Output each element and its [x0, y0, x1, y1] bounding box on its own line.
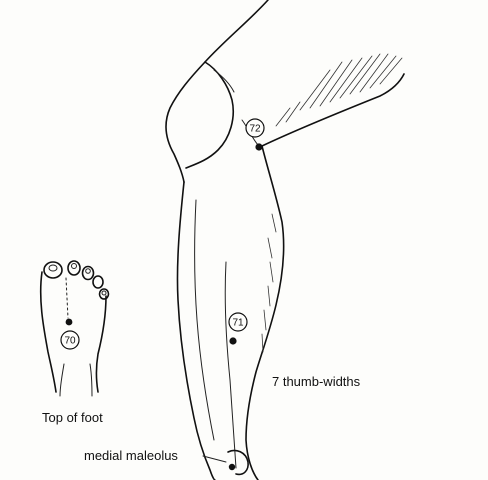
ankle-contour	[227, 449, 249, 476]
toe-gap-guide	[65, 277, 69, 319]
point-label-72: 72	[249, 124, 261, 135]
acupoint-72: 72	[245, 118, 265, 151]
medial-maleolus-label: medial maleolus	[84, 448, 178, 463]
point-label-71: 71	[232, 318, 244, 329]
maleolus-leader-line	[202, 455, 227, 463]
point-label-70: 70	[64, 336, 76, 347]
calf-back-contour	[245, 145, 285, 480]
little-toe	[98, 288, 110, 300]
point-marker-circle	[228, 312, 248, 332]
big-toe	[43, 261, 63, 279]
thigh-lower-contour	[261, 73, 405, 147]
shin-front-contour	[176, 181, 216, 480]
fourth-toe	[92, 275, 104, 289]
second-toe	[67, 260, 81, 276]
point-dot-72	[255, 143, 263, 151]
top-of-foot-label: Top of foot	[42, 410, 103, 425]
foot-top-view: 70	[39, 260, 110, 397]
calf-hatching	[261, 213, 277, 353]
tibia-inner-line	[224, 261, 237, 469]
foot-outline	[39, 271, 57, 393]
point-dot-71	[229, 337, 237, 345]
maleolus-dot	[228, 463, 236, 471]
point-marker-circle	[60, 330, 80, 350]
thigh-upper-contour	[165, 0, 269, 183]
third-toe	[81, 265, 95, 281]
kneecap-contour	[185, 61, 234, 169]
leg-outline	[165, 0, 405, 480]
point-dot-70	[65, 318, 73, 326]
acupoint-71: 71	[228, 312, 248, 345]
thumb-widths-label: 7 thumb-widths	[272, 374, 361, 389]
thigh-hatching	[275, 53, 403, 127]
point-marker-circle	[245, 118, 265, 138]
